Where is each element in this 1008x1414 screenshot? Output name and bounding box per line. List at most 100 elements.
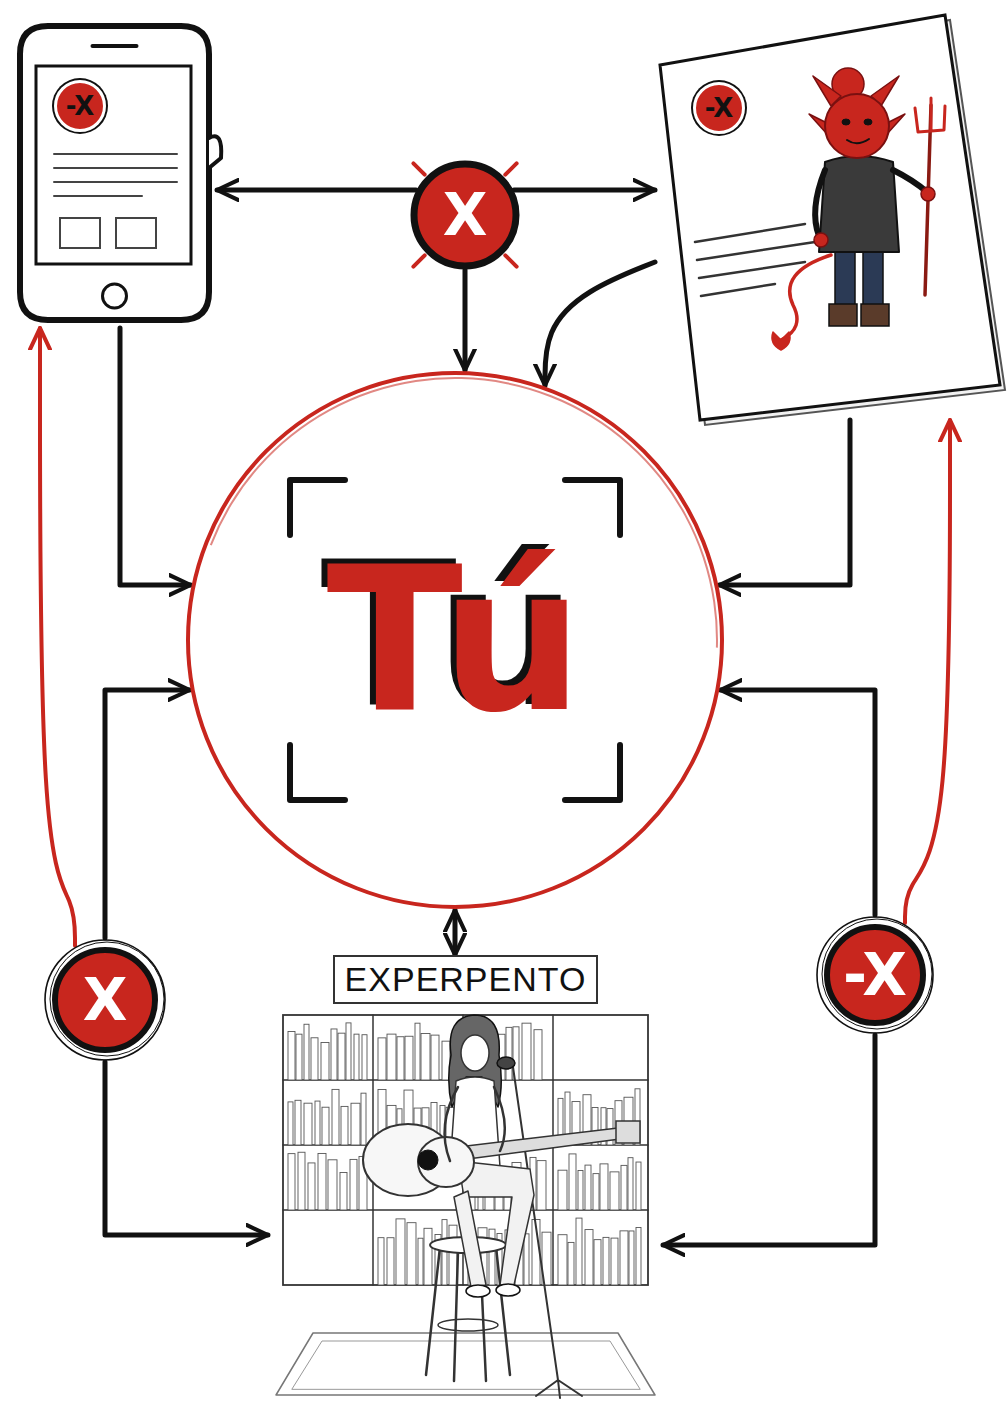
book bbox=[585, 1165, 591, 1210]
arrow-connector bbox=[514, 188, 655, 193]
shape-group bbox=[20, 26, 221, 320]
rug bbox=[276, 1333, 655, 1395]
arrow-connector bbox=[120, 328, 191, 585]
book bbox=[396, 1219, 405, 1285]
x-circle: X bbox=[43, 938, 167, 1062]
text-line bbox=[54, 167, 177, 169]
trident-prongs bbox=[915, 98, 945, 132]
book bbox=[594, 1240, 601, 1285]
book bbox=[524, 1234, 529, 1285]
book bbox=[593, 1174, 599, 1210]
book bbox=[569, 1154, 576, 1210]
devil-eye bbox=[842, 119, 850, 125]
book bbox=[338, 1033, 345, 1080]
stool-rung bbox=[438, 1319, 498, 1331]
sound-hole bbox=[418, 1150, 438, 1170]
phone-icon: -X bbox=[12, 18, 217, 328]
node-label: -X bbox=[54, 80, 106, 132]
face bbox=[461, 1035, 489, 1071]
microphone bbox=[497, 1057, 515, 1069]
leg bbox=[454, 1191, 486, 1287]
book bbox=[304, 1024, 309, 1080]
book bbox=[506, 1027, 512, 1080]
book bbox=[322, 1107, 329, 1145]
shape-group bbox=[276, 1015, 655, 1398]
spark-line bbox=[413, 163, 424, 174]
book bbox=[405, 1036, 413, 1080]
book bbox=[636, 1162, 641, 1210]
book bbox=[341, 1106, 348, 1145]
book bbox=[308, 1163, 315, 1210]
shape-group bbox=[188, 373, 722, 907]
book bbox=[397, 1037, 404, 1080]
screen-tile bbox=[116, 218, 156, 248]
devil-jacket bbox=[819, 156, 899, 252]
corner-bracket bbox=[565, 745, 620, 800]
book bbox=[362, 1035, 367, 1080]
bookshop-illustration bbox=[276, 1015, 655, 1398]
book bbox=[288, 1154, 295, 1210]
book bbox=[421, 1034, 430, 1080]
sketch-ring bbox=[50, 942, 164, 1056]
red-disc bbox=[55, 950, 155, 1050]
shop-sign: EXPERPENTO bbox=[333, 955, 599, 1004]
book bbox=[522, 1023, 531, 1080]
x-circle: X bbox=[410, 160, 520, 270]
text-line bbox=[699, 262, 805, 278]
tail-tip bbox=[772, 332, 790, 350]
corner-bracket bbox=[290, 480, 345, 535]
shape-group bbox=[660, 15, 1005, 425]
arrow-connector bbox=[720, 690, 875, 915]
book bbox=[418, 1238, 423, 1285]
book bbox=[288, 1102, 293, 1145]
book bbox=[431, 1035, 439, 1080]
book bbox=[449, 1225, 457, 1285]
guitar-neck bbox=[458, 1128, 620, 1160]
book bbox=[346, 1023, 351, 1080]
book bbox=[354, 1034, 359, 1080]
sketch-ring bbox=[817, 917, 933, 1033]
arrow-connector bbox=[663, 1035, 875, 1245]
book bbox=[578, 1171, 583, 1210]
node-label: X bbox=[83, 971, 128, 1029]
book bbox=[558, 1170, 567, 1210]
devil-smile bbox=[847, 139, 869, 143]
book bbox=[332, 1089, 339, 1145]
shoe bbox=[496, 1284, 520, 1296]
corner-bracket bbox=[290, 745, 345, 800]
text-line bbox=[695, 224, 805, 242]
book bbox=[620, 1231, 628, 1285]
phone-body bbox=[20, 26, 209, 320]
screen-tile bbox=[60, 218, 100, 248]
phone-screen bbox=[36, 66, 191, 264]
shelf-divider bbox=[552, 1015, 554, 1285]
paper-sheet-outline bbox=[655, 10, 1005, 420]
devil-hand bbox=[814, 233, 828, 247]
book bbox=[603, 1237, 609, 1285]
arrow-connector bbox=[905, 420, 950, 923]
arrow-connector bbox=[217, 188, 416, 193]
book bbox=[576, 1218, 582, 1285]
arrow-connector bbox=[105, 690, 190, 938]
book bbox=[611, 1238, 618, 1285]
devil-tail bbox=[781, 255, 831, 340]
text-line bbox=[701, 284, 775, 296]
book bbox=[351, 1103, 360, 1145]
book bbox=[304, 1103, 312, 1145]
book bbox=[407, 1223, 416, 1285]
devil-arm bbox=[815, 170, 825, 236]
book bbox=[534, 1030, 542, 1080]
book bbox=[295, 1100, 301, 1145]
text-line bbox=[54, 181, 177, 183]
book bbox=[585, 1230, 593, 1285]
arrow-connector bbox=[105, 1062, 268, 1235]
shape-group bbox=[817, 917, 933, 1033]
sketch-ring bbox=[822, 919, 932, 1029]
red-disc bbox=[414, 164, 516, 266]
node-label: X bbox=[443, 186, 488, 244]
paper-sheet: -X bbox=[655, 10, 1005, 420]
book bbox=[296, 1034, 302, 1080]
bookshop-stage-outline bbox=[268, 955, 663, 1400]
minus-x-circle: -X bbox=[815, 915, 935, 1035]
